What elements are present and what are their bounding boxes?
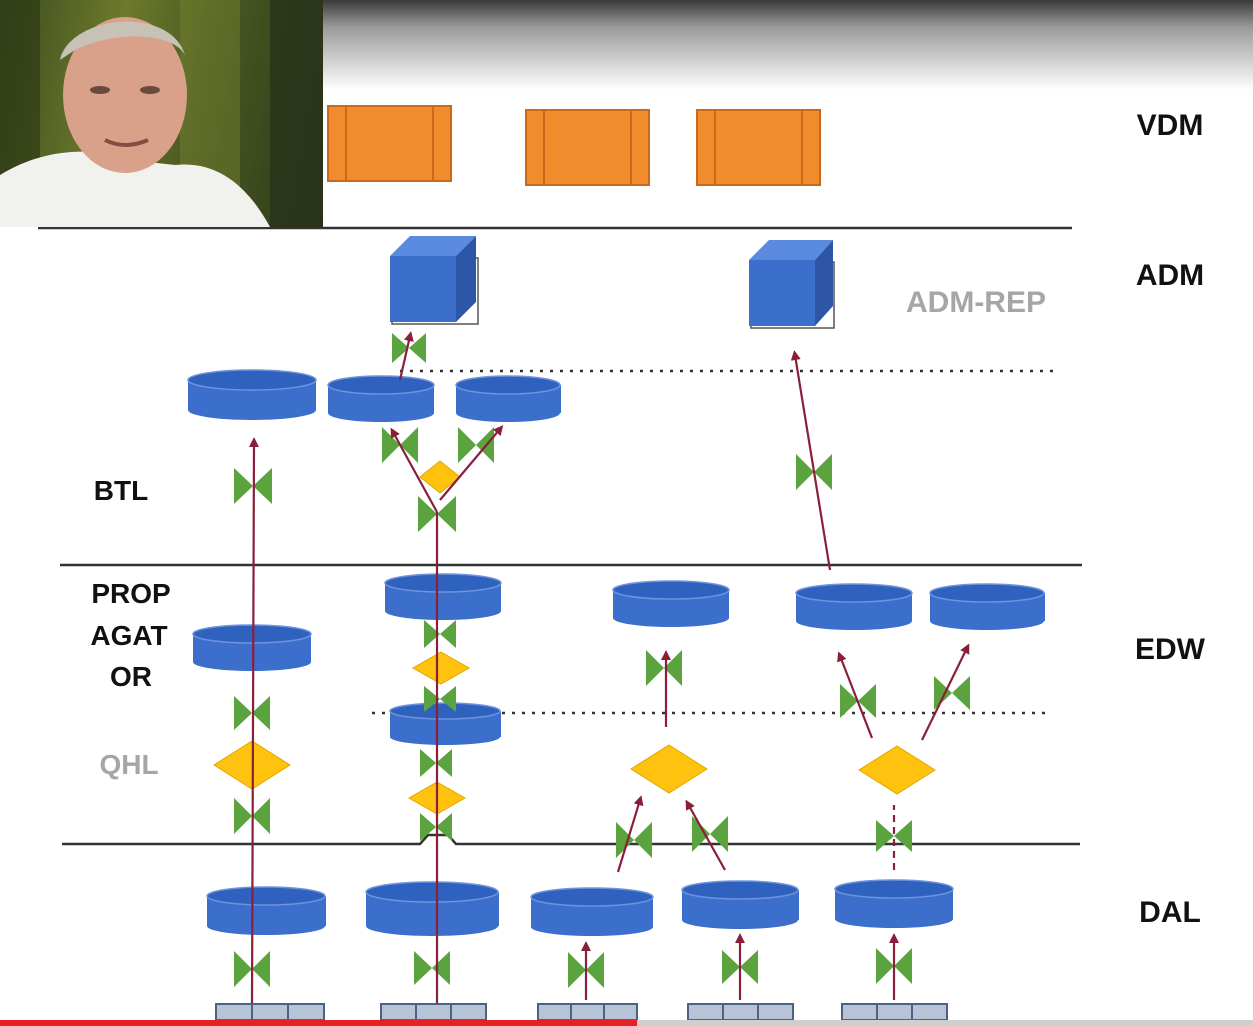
valve — [234, 798, 252, 834]
layer-label-dal: DAL — [1139, 896, 1201, 929]
layer-label-edw: EDW — [1135, 633, 1206, 666]
cylinder — [612, 580, 730, 627]
presenter-image — [0, 0, 323, 227]
cylinder — [192, 624, 312, 671]
valve — [646, 650, 664, 686]
valve — [894, 948, 912, 984]
flow-arrow — [921, 643, 970, 741]
presenter-webcam — [0, 0, 323, 227]
cylinder — [681, 880, 799, 929]
adm-cube — [390, 236, 479, 325]
valve — [476, 427, 494, 463]
valve — [400, 427, 418, 463]
cylinder — [384, 573, 502, 620]
valve — [252, 696, 270, 730]
video-progress-track[interactable] — [637, 1020, 1253, 1026]
cylinder — [834, 879, 954, 928]
video-progress-bar[interactable] — [0, 1020, 637, 1026]
flow-arrow — [248, 437, 259, 1006]
valve — [934, 676, 952, 710]
cylinder — [187, 369, 317, 420]
diamond — [858, 745, 936, 795]
vdm-box — [525, 109, 650, 186]
cylinder — [327, 375, 435, 422]
flow-arrow — [616, 795, 644, 873]
valve — [876, 820, 894, 852]
layer-label-btl: BTL — [94, 475, 148, 506]
valve — [814, 454, 832, 490]
valve — [568, 952, 586, 988]
layer-label-propagator-line3: OR — [110, 661, 152, 692]
valve — [424, 686, 440, 712]
flow-arrow — [398, 331, 414, 381]
valve — [252, 798, 270, 834]
flow-arrow — [790, 350, 832, 571]
source-table — [215, 1003, 325, 1021]
valve — [234, 951, 252, 987]
adm-cube — [749, 240, 835, 329]
valve — [234, 696, 252, 730]
valve — [420, 813, 436, 841]
valve — [840, 684, 858, 718]
layer-label-vdm: VDM — [1137, 109, 1204, 142]
flow-arrow — [390, 427, 438, 513]
valve — [436, 749, 452, 777]
flow-arrow — [685, 799, 726, 871]
valve — [418, 496, 437, 532]
valve — [710, 816, 728, 852]
valve — [234, 468, 253, 504]
valve — [424, 620, 440, 648]
source-table — [687, 1003, 794, 1021]
valve — [440, 686, 456, 712]
valve — [664, 650, 682, 686]
cylinder — [389, 702, 501, 745]
valve — [586, 952, 604, 988]
valve — [440, 620, 456, 648]
valve — [432, 951, 450, 985]
diamond — [411, 651, 471, 685]
valve — [414, 951, 432, 985]
layer-label-qhl: QHL — [99, 749, 158, 780]
valve — [382, 427, 400, 463]
source-table — [841, 1003, 948, 1021]
valve — [952, 676, 970, 710]
cylinder — [206, 886, 326, 935]
valve — [436, 813, 452, 841]
source-table — [380, 1003, 487, 1021]
valve — [692, 816, 710, 852]
cylinder — [530, 887, 654, 936]
diamond — [630, 744, 708, 794]
cylinder — [929, 583, 1045, 630]
valve — [858, 684, 876, 718]
valve — [894, 820, 912, 852]
flow-arrow — [837, 651, 874, 739]
cylinder — [795, 583, 913, 630]
valve — [876, 948, 894, 984]
cylinder — [365, 881, 499, 936]
cylinder — [455, 375, 561, 422]
layer-label-propagator-line2: AGAT — [90, 620, 167, 651]
valve — [740, 950, 758, 984]
diamond — [419, 460, 461, 494]
valve — [392, 333, 409, 363]
valve — [722, 950, 740, 984]
vdm-box — [327, 105, 452, 182]
layer-label-propagator-line1: PROP — [91, 578, 170, 609]
flow-arrow — [439, 425, 504, 501]
valve — [409, 333, 426, 363]
valve — [253, 468, 272, 504]
valve — [616, 822, 634, 858]
source-table — [537, 1003, 638, 1021]
valve — [437, 496, 456, 532]
separator-edw-dal — [62, 833, 1080, 846]
valve — [420, 749, 436, 777]
valve — [796, 454, 814, 490]
vdm-box — [696, 109, 821, 186]
layer-label-adm-rep: ADM-REP — [906, 286, 1046, 319]
layer-label-adm: ADM — [1136, 259, 1204, 292]
valve — [634, 822, 652, 858]
valve — [458, 427, 476, 463]
valve — [252, 951, 270, 987]
